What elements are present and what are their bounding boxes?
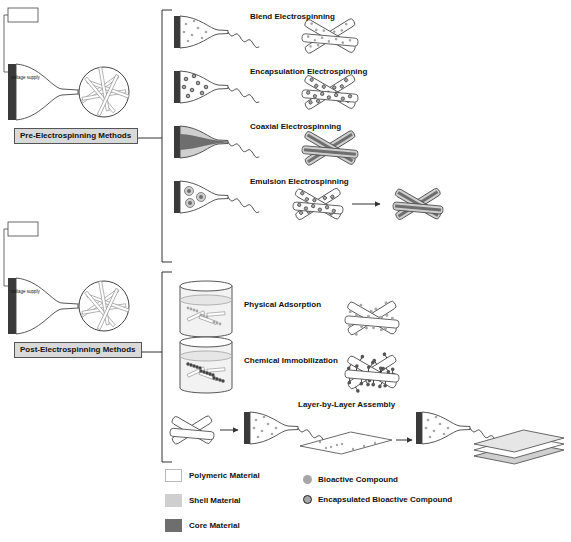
spinneret xyxy=(244,412,329,444)
method-title: Pre-Electrospinning Methods xyxy=(15,129,137,143)
spinneret xyxy=(174,71,259,103)
method-label: Encapsulation Electrospinning xyxy=(250,67,367,77)
device-label: voltage supply xyxy=(11,75,40,80)
beaker xyxy=(180,337,232,393)
method-label: Blend Electrospinning xyxy=(250,12,335,22)
method-label: Chemical Immobilization xyxy=(244,356,338,366)
device-label: voltage supply xyxy=(11,289,40,294)
method-label: Coaxial Electrospinning xyxy=(250,122,341,132)
legend-text: Encapsulated Bioactive Compound xyxy=(318,495,452,505)
method-label: Emulsion Electrospinning xyxy=(250,177,349,187)
fiber-mesh xyxy=(393,187,444,220)
spinneret xyxy=(174,16,259,48)
method-label: Layer-by-Layer Assembly xyxy=(298,400,395,410)
legend-swatch xyxy=(165,469,182,482)
beaker xyxy=(180,281,232,337)
fiber-mesh xyxy=(343,349,400,395)
spinneret xyxy=(416,412,501,444)
process-arrow xyxy=(352,204,380,205)
legend-symbol xyxy=(303,495,312,504)
method-box: Post-Electrospinning Methods xyxy=(14,342,142,358)
legend-swatch xyxy=(303,475,312,484)
electrospinner xyxy=(4,222,129,334)
fiber-mesh xyxy=(302,74,358,110)
method-title: Post-Electrospinning Methods xyxy=(15,343,141,357)
electrospinner xyxy=(4,8,129,120)
fiber-mat xyxy=(474,430,564,452)
spinneret xyxy=(174,126,259,158)
process-arrow xyxy=(220,430,238,431)
spinneret xyxy=(174,181,259,213)
legend-text: Shell Material xyxy=(189,496,241,506)
legend-text: Bioactive Compound xyxy=(318,475,398,485)
fiber-mesh xyxy=(302,130,358,166)
legend-swatch xyxy=(165,494,182,507)
legend-text: Core Material xyxy=(189,521,240,531)
bracket xyxy=(122,272,172,462)
fiber-mesh xyxy=(344,298,399,338)
process-arrow xyxy=(396,440,412,441)
method-box: Pre-Electrospinning Methods xyxy=(14,128,138,144)
legend-swatch xyxy=(165,519,182,532)
fiber-mesh xyxy=(170,415,215,445)
fiber-mat xyxy=(300,432,392,454)
fiber-mesh xyxy=(302,18,358,54)
fiber-mesh xyxy=(293,187,344,220)
method-label: Physical Adsorption xyxy=(244,300,321,310)
legend-text: Polymeric Material xyxy=(189,471,260,481)
